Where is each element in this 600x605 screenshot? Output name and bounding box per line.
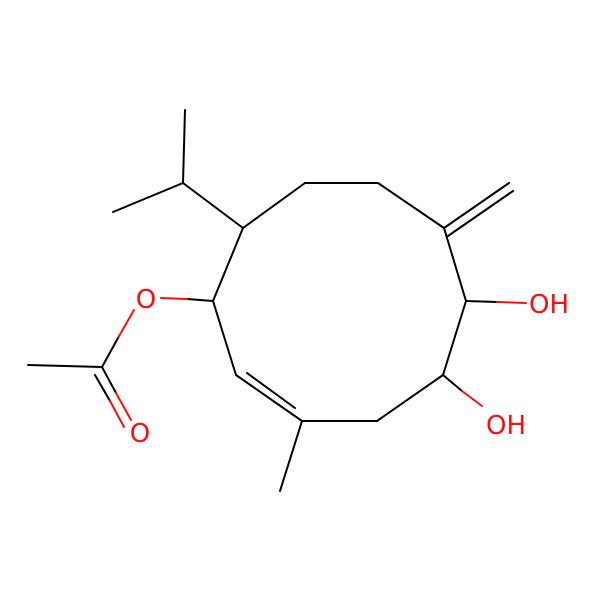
bond-ring-5	[442, 300, 467, 376]
bond-co-double-1-black	[101, 366, 117, 394]
carbon-bonds	[27, 109, 514, 492]
bond-oester-carbonyl-black	[101, 337, 119, 368]
bond-methylene-2	[447, 190, 514, 237]
bond-ring-9	[212, 300, 237, 376]
bond-ring-methyl	[279, 420, 303, 492]
carbonyl-oxygen-label: O	[130, 419, 150, 449]
bond-ring-10	[212, 227, 244, 302]
bond-c-oh-upper-black	[465, 300, 498, 303]
bond-ring-3	[377, 182, 445, 229]
hydroxyl-upper-label: OH	[529, 290, 569, 320]
bond-ring-1	[242, 182, 306, 229]
bond-ring-4	[443, 227, 467, 302]
bond-ring-8-double-outer	[235, 374, 303, 422]
hydroxyl-lower-label: OH	[486, 411, 526, 441]
bond-c-oh-upper-red	[496, 301, 527, 304]
bond-isopropyl-ring	[182, 182, 244, 229]
bond-c-oh-lower-black	[442, 374, 463, 392]
bond-isopropyl-methyl-top	[182, 109, 186, 184]
bond-co-double-1-red	[115, 392, 132, 421]
bond-oester-carbonyl-red	[117, 309, 135, 339]
bond-c-oester-black	[186, 298, 214, 302]
bond-methylene-1	[443, 182, 510, 229]
bond-acetyl-methyl	[27, 364, 103, 368]
ester-oxygen-label: O	[136, 285, 156, 315]
bond-isopropyl-methyl-left	[112, 182, 184, 213]
bond-c-oester-red	[160, 297, 188, 300]
oxygen-bonds	[94, 297, 527, 428]
bond-c-oh-lower-red	[461, 390, 483, 407]
bond-co-double-2-red	[109, 400, 125, 428]
bond-ring-8-double-inner	[246, 372, 296, 409]
bond-ring-6	[376, 374, 444, 422]
bond-co-double-2-black	[94, 374, 111, 402]
